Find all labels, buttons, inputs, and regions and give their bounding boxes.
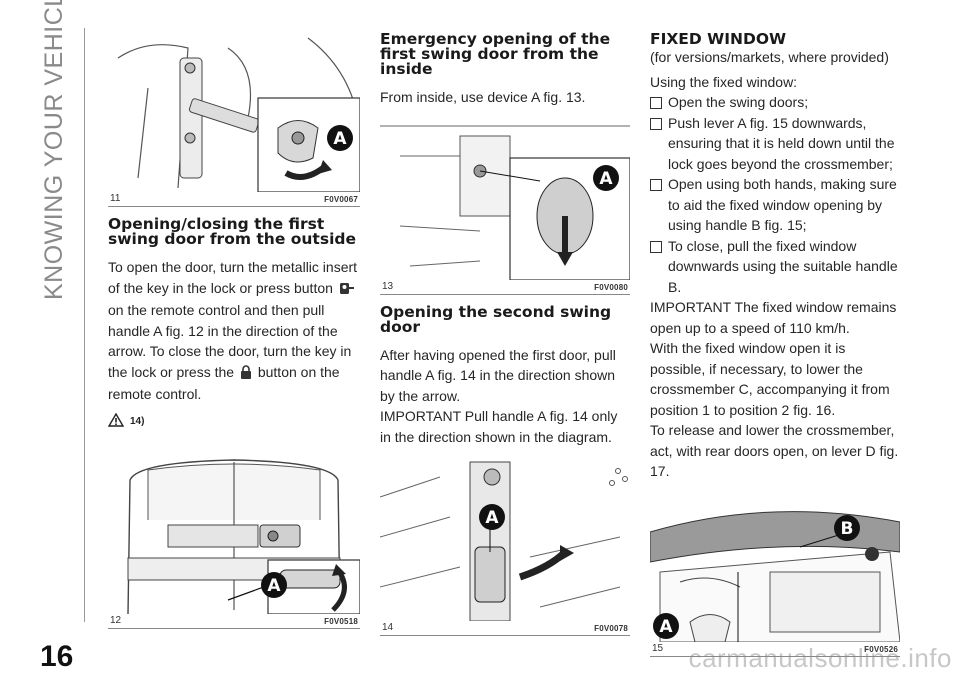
figure-15-illustration: B A xyxy=(650,491,900,642)
figure-11: A 11 F0V0067 xyxy=(108,28,360,207)
heading-first-door-outside: Opening/closing the first swing door fro… xyxy=(108,215,356,248)
text-pull-handle: on the remote control and then pull hand… xyxy=(108,302,352,380)
bullet-text: To close, pull the fixed window downward… xyxy=(668,237,898,295)
bullet-text: Open the swing doors; xyxy=(668,94,809,110)
figure-12: A 12 F0V0518 xyxy=(108,449,360,629)
figure-15-caption: 15 F0V0526 xyxy=(650,642,900,656)
figure-13-code: F0V0080 xyxy=(594,282,628,292)
figure-11-number: 11 xyxy=(110,193,121,204)
text-open-door: To open the door, turn the metallic inse… xyxy=(108,259,358,296)
warning-reference: 14) xyxy=(107,412,360,430)
checkbox-icon xyxy=(650,117,662,130)
padlock-icon xyxy=(240,364,252,385)
list-item: Open the swing doors; xyxy=(650,92,900,113)
figure-15-label-a: A xyxy=(659,617,673,637)
heading-second-door: Opening the second swing door xyxy=(380,302,612,336)
checkbox-icon xyxy=(650,97,662,109)
remote-unlock-icon xyxy=(339,280,355,301)
figure-13-illustration: A xyxy=(380,115,630,280)
column-2: Emergency opening of the first swing doo… xyxy=(380,28,630,636)
figure-11-label-a: A xyxy=(333,129,347,149)
watermark: carmanualsonline.info xyxy=(688,643,952,673)
figure-13-caption: 13 F0V0080 xyxy=(380,280,630,294)
figure-15: B A 15 F0V0526 xyxy=(650,491,900,657)
list-item: To close, pull the fixed window downward… xyxy=(650,236,900,298)
figure-14-label-a: A xyxy=(485,508,499,528)
figure-14-number: 14 xyxy=(382,622,394,633)
paragraph-release: To release and lower the crossmember, ac… xyxy=(650,422,899,479)
list-item: Push lever A fig. 15 downwards, ensuring… xyxy=(650,113,900,175)
section-title: KNOWING YOUR VEHICLE xyxy=(40,0,68,300)
heading-fixed-window: FIXED WINDOW xyxy=(650,30,787,48)
figure-14: A 14 F0V0078 xyxy=(380,457,630,636)
warning-number: 14) xyxy=(130,415,145,427)
figure-14-caption: 14 F0V0078 xyxy=(380,621,630,635)
fixed-window-subheading: (for versions/markets, where provided) xyxy=(650,49,889,65)
paragraph-second-door: After having opened the first door, pull… xyxy=(380,346,616,404)
fixed-window-intro: Using the fixed window: xyxy=(650,73,798,90)
figure-13-number: 13 xyxy=(382,280,394,292)
paragraph-first-door-outside: To open the door, turn the metallic inse… xyxy=(108,257,360,405)
bullet-text: Push lever A fig. 15 downwards, ensuring… xyxy=(668,114,895,172)
figure-11-code: F0V0067 xyxy=(324,195,358,204)
checkbox-icon xyxy=(650,240,662,253)
list-item: Open using both hands, making sure to ai… xyxy=(650,174,900,236)
figure-14-code: F0V0078 xyxy=(594,624,628,633)
figure-13-label-a: A xyxy=(599,169,613,189)
paragraph-crossmember: With the fixed window open it is possibl… xyxy=(650,340,890,418)
figure-11-caption: 11 F0V0067 xyxy=(108,192,360,206)
figure-15-number: 15 xyxy=(652,642,664,654)
column-1: A 11 F0V0067 Opening/closing the first s… xyxy=(107,28,360,629)
figure-12-caption: 12 F0V0518 xyxy=(108,614,360,628)
margin-divider xyxy=(84,28,86,622)
figure-12-label-a: A xyxy=(267,576,281,596)
warning-triangle-icon xyxy=(107,412,125,430)
figure-12-illustration: A xyxy=(108,449,360,614)
column-3: FIXED WINDOW (for versions/markets, wher… xyxy=(650,28,900,657)
paragraph-important-speed: IMPORTANT The fixed window remains open … xyxy=(650,299,897,336)
figure-14-illustration: A xyxy=(380,457,630,621)
paragraph-important-second-door: IMPORTANT Pull handle A fig. 14 only in … xyxy=(380,408,618,445)
heading-emergency-opening: Emergency opening of the first swing doo… xyxy=(380,30,611,78)
checkbox-icon xyxy=(650,179,662,191)
figure-15-code: F0V0526 xyxy=(864,644,898,654)
text-remote-button: button on the remote control. xyxy=(108,363,340,403)
figure-12-code: F0V0518 xyxy=(324,616,358,626)
paragraph-emergency-opening: From inside, use device A fig. 13. xyxy=(380,89,586,105)
bullet-text: Open using both hands, making sure to ai… xyxy=(668,176,897,233)
figure-15-label-b: B xyxy=(841,519,854,539)
figure-12-number: 12 xyxy=(110,614,122,626)
page-number: 16 xyxy=(40,640,74,673)
figure-13: A 13 F0V0080 xyxy=(380,115,630,295)
figure-11-illustration: A xyxy=(108,28,360,192)
